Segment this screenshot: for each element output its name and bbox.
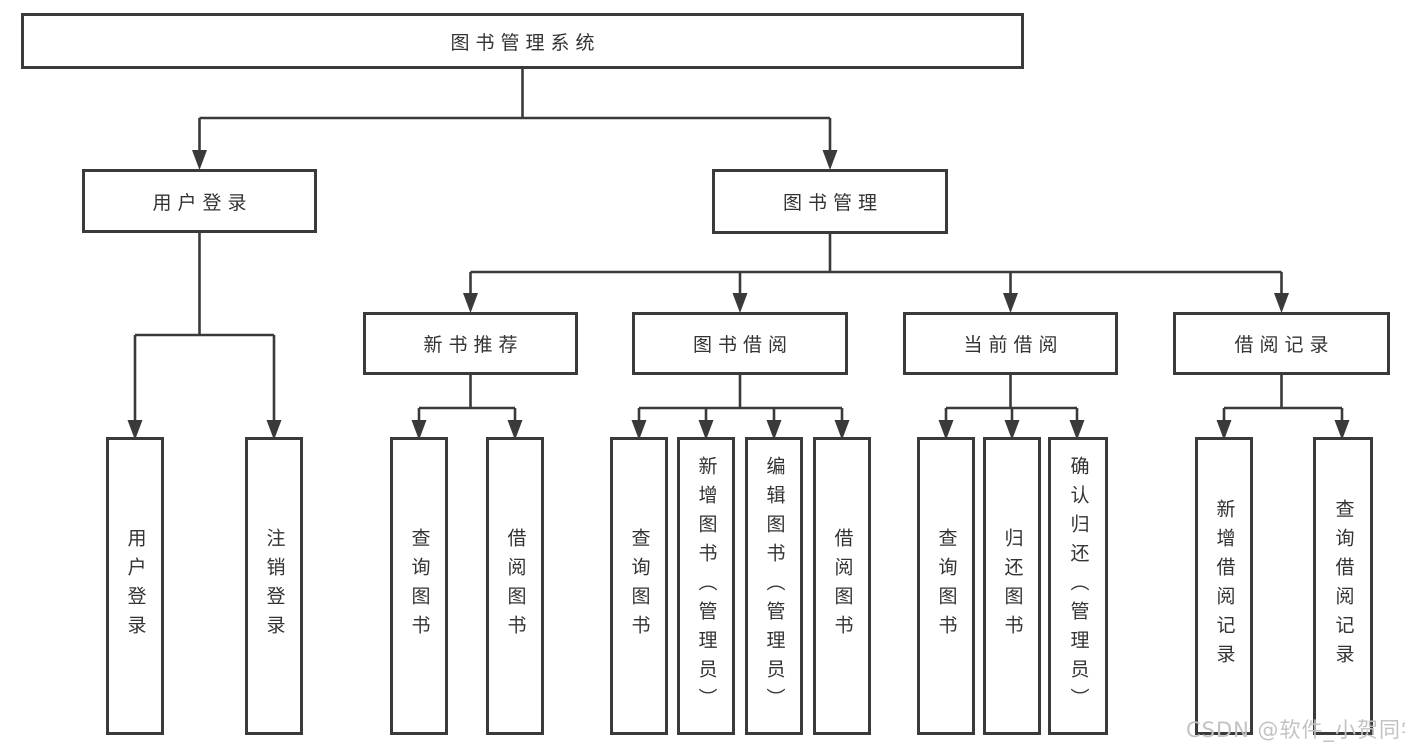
node-current-borrowing: 当前借阅: [903, 312, 1118, 375]
node-book-management: 图书管理: [712, 169, 948, 234]
leaf-records-add-record: 新增借阅记录: [1195, 437, 1253, 735]
leaf-borrowing-borrow-books: 借阅图书: [813, 437, 871, 735]
node-library-system: 图书管理系统: [21, 13, 1024, 69]
leaf-borrowing-query-books: 查询图书: [610, 437, 668, 735]
node-borrow-records: 借阅记录: [1173, 312, 1390, 375]
leaf-current-confirm-return-admin: 确认归还（管理员）: [1048, 437, 1108, 735]
leaf-newbook-borrow-books: 借阅图书: [486, 437, 544, 735]
leaf-records-query-record: 查询借阅记录: [1313, 437, 1373, 735]
leaf-borrowing-edit-books-admin: 编辑图书（管理员）: [745, 437, 803, 735]
node-new-book-recommend: 新书推荐: [363, 312, 578, 375]
csdn-watermark: CSDN @软件_小贺同学: [1186, 718, 1405, 742]
leaf-current-query-books: 查询图书: [917, 437, 975, 735]
leaf-borrowing-add-books-admin: 新增图书（管理员）: [677, 437, 735, 735]
leaf-logout: 注销登录: [245, 437, 303, 735]
leaf-current-return-books: 归还图书: [983, 437, 1041, 735]
node-user-login: 用户登录: [82, 169, 317, 233]
node-book-borrowing: 图书借阅: [632, 312, 848, 375]
leaf-newbook-query-books: 查询图书: [390, 437, 448, 735]
leaf-user-login: 用户登录: [106, 437, 164, 735]
